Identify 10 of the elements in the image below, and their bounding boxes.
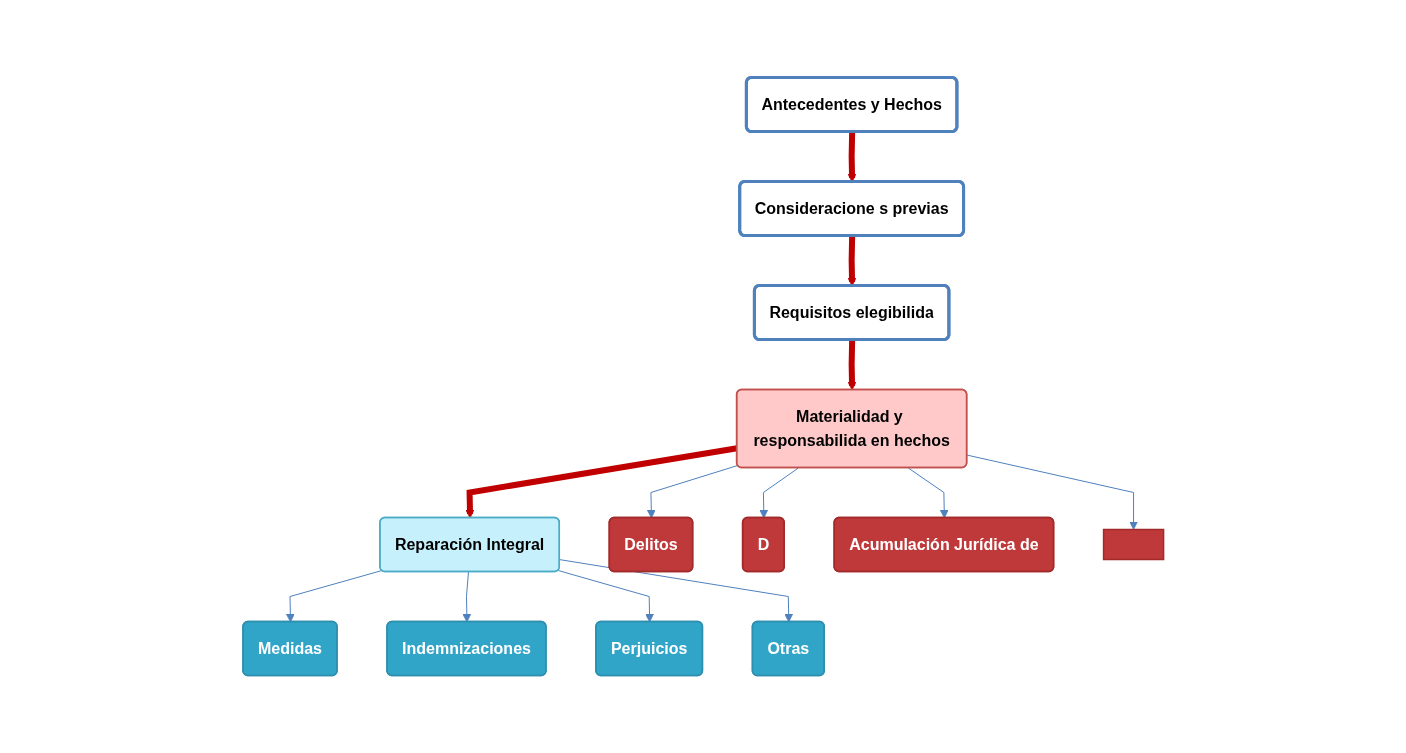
arrow bbox=[646, 464, 738, 519]
arrow bbox=[559, 559, 793, 623]
arrow bbox=[462, 571, 471, 623]
arrow bbox=[966, 454, 1138, 530]
arrow bbox=[759, 467, 799, 519]
node-box bbox=[1102, 528, 1165, 561]
arrow bbox=[847, 339, 857, 391]
arrow bbox=[465, 445, 738, 519]
arrow bbox=[907, 467, 949, 519]
arrow bbox=[557, 570, 654, 623]
